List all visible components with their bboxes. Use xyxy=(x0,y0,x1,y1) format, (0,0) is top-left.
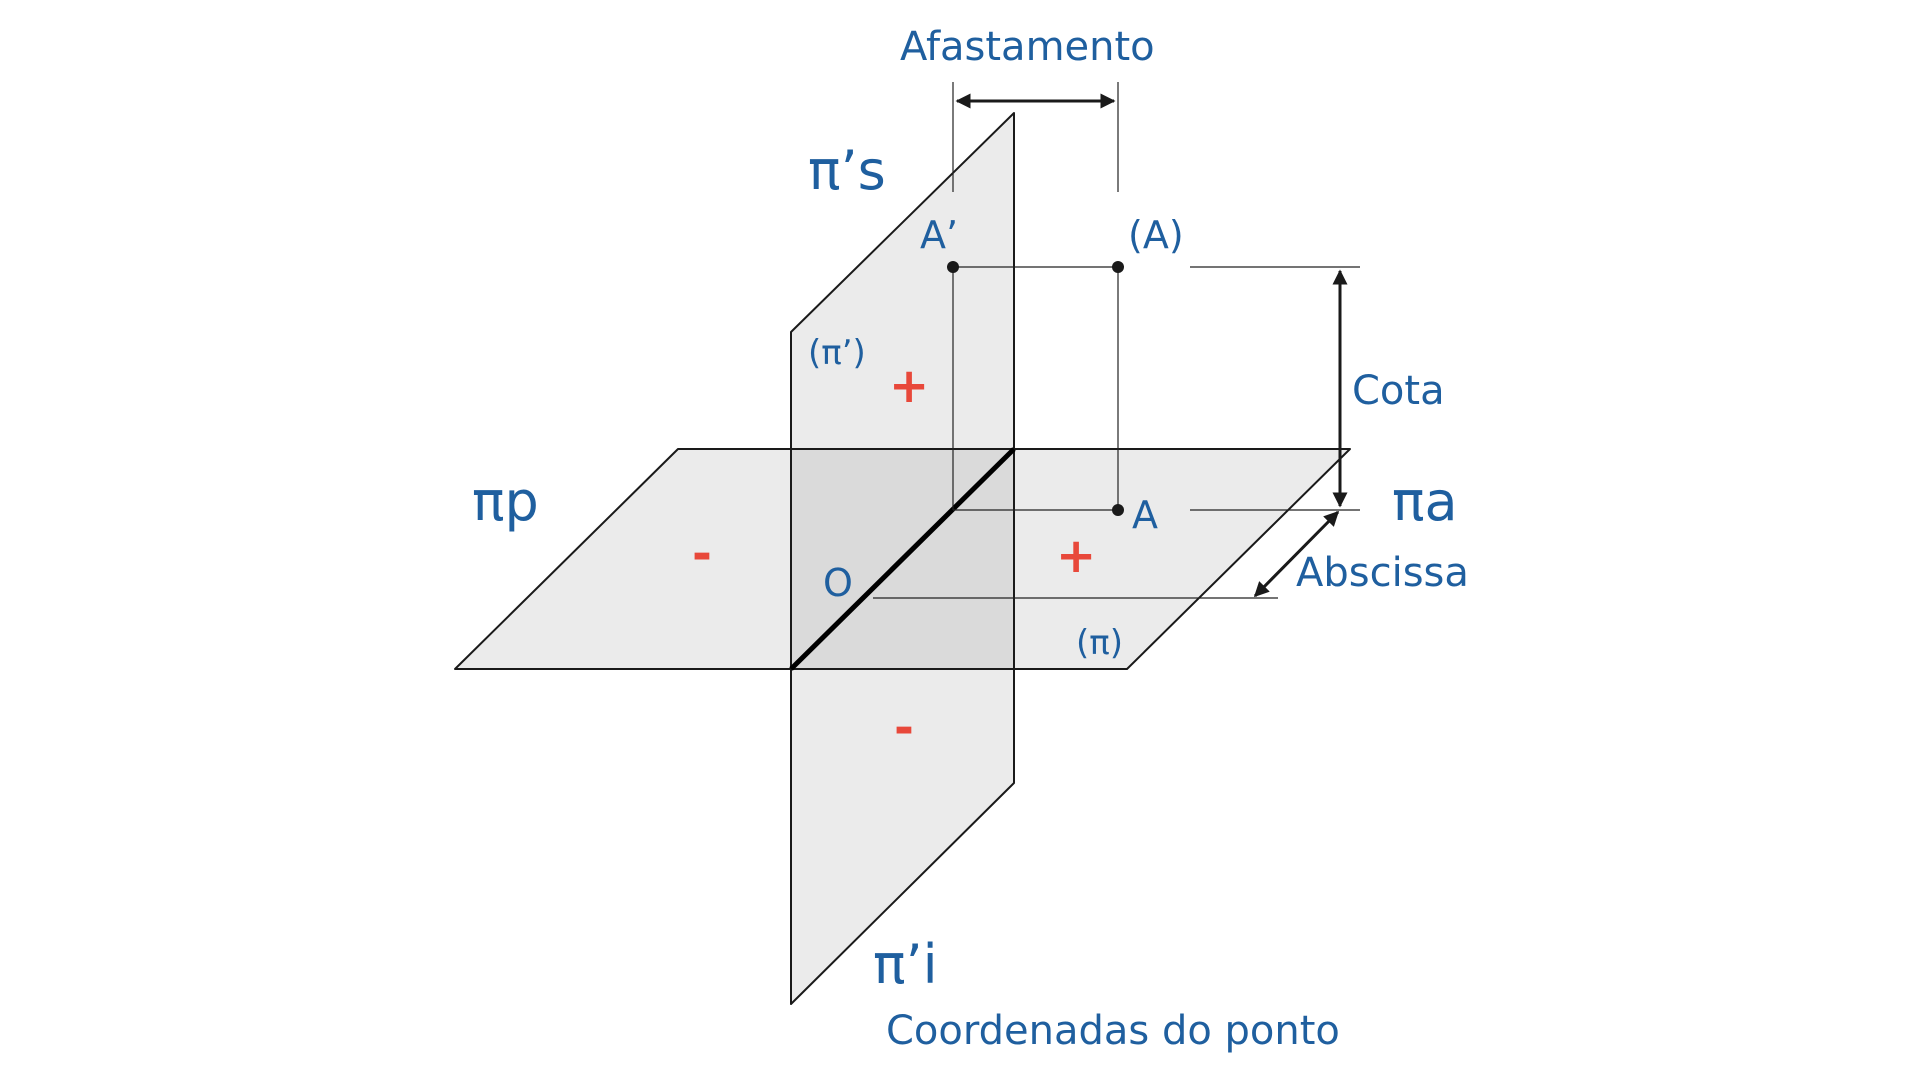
label-cota: Cota xyxy=(1352,368,1445,414)
label-afastamento: Afastamento xyxy=(900,24,1155,70)
label-posterior-horizontal-plane: πp xyxy=(472,470,539,533)
diagram-caption: Coordenadas do ponto xyxy=(886,1008,1340,1054)
label-point-a: A xyxy=(1132,493,1158,537)
sign-anterior-horizontal: + xyxy=(1056,528,1096,584)
point-space-a xyxy=(1112,261,1124,273)
ground-line xyxy=(789,447,1016,671)
sign-posterior-horizontal: - xyxy=(692,526,712,582)
sign-lower-vertical: - xyxy=(894,700,914,756)
label-vertical-trace: (π’) xyxy=(808,333,866,373)
point-a-prime xyxy=(947,261,959,273)
label-point-space-a: (A) xyxy=(1128,213,1184,257)
label-abscissa: Abscissa xyxy=(1296,550,1469,596)
abscissa-arrow xyxy=(1253,510,1340,598)
point-a xyxy=(1112,504,1124,516)
sign-upper-vertical: + xyxy=(889,358,929,414)
label-upper-vertical-plane: π’s xyxy=(808,139,886,202)
label-origin: O xyxy=(823,561,853,605)
label-lower-vertical-plane: π’i xyxy=(873,933,938,996)
label-anterior-horizontal-plane: πa xyxy=(1392,470,1458,533)
label-point-a-prime: A’ xyxy=(920,213,958,257)
label-horizontal-trace: (π) xyxy=(1076,623,1123,663)
